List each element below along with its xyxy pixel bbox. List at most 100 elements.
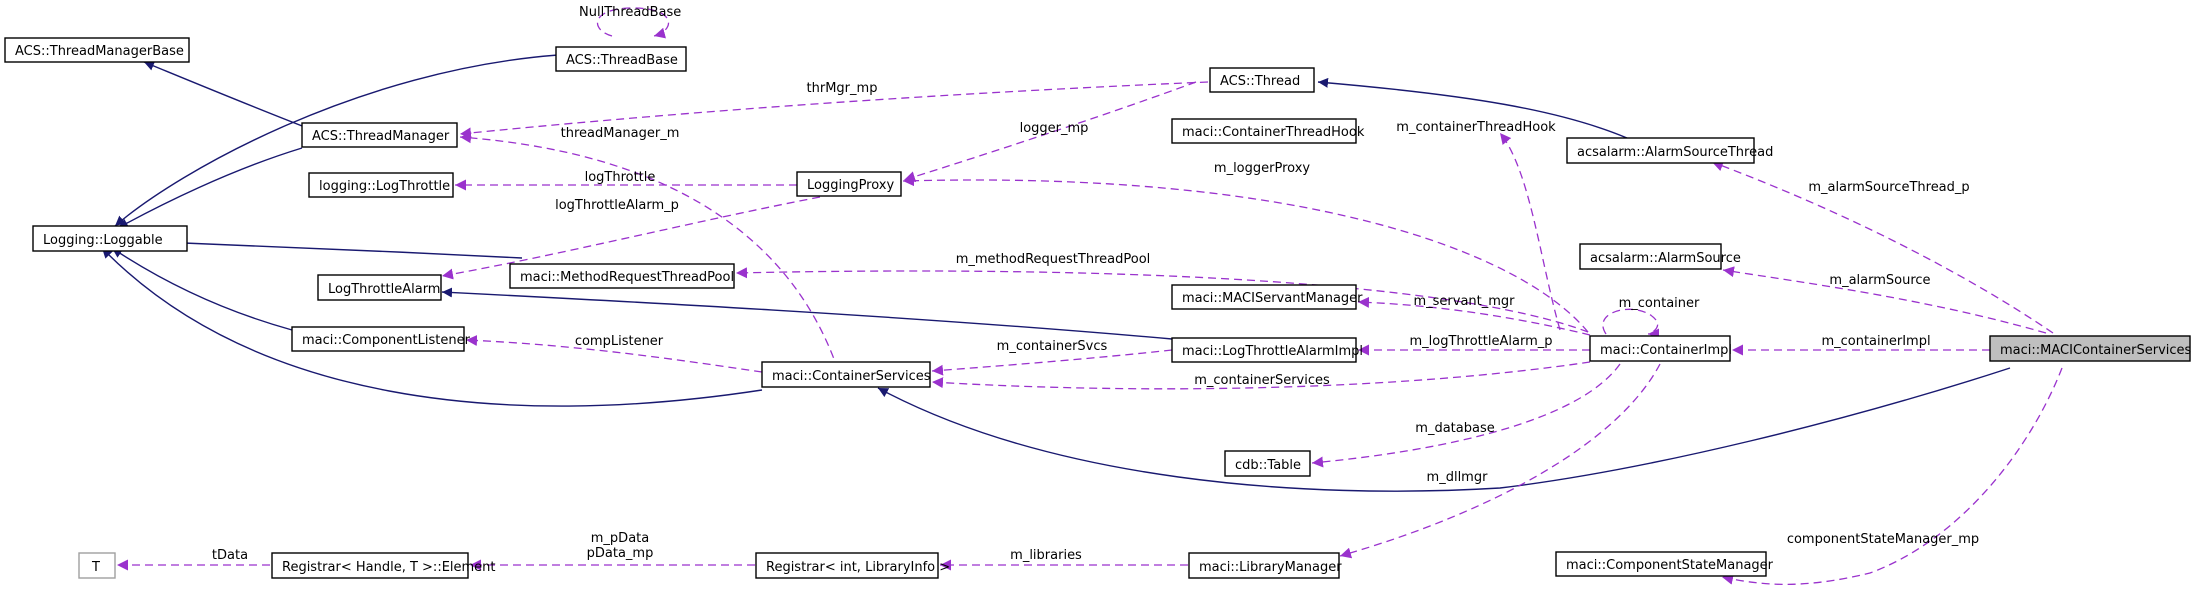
nodes: NullThreadBase ACS::ThreadManagerBase AC… bbox=[4, 5, 2192, 579]
node-label: maci::MACIContainerServices bbox=[2000, 343, 2192, 358]
label-tdata: tData bbox=[212, 548, 248, 563]
label-logger-mp: logger_mp bbox=[1020, 121, 1089, 136]
node-loggable[interactable]: Logging::Loggable bbox=[32, 225, 188, 252]
edge-loggable-to-threadmanager bbox=[117, 147, 303, 229]
edge-m-dllmgr bbox=[1339, 363, 1661, 559]
node-label: T bbox=[91, 560, 100, 575]
label-m-containersvcs: m_containerSvcs bbox=[997, 339, 1108, 354]
edge-threadbase-to-loggable bbox=[114, 54, 559, 227]
edge-m-containersvcs bbox=[931, 349, 1173, 376]
node-registrar-element[interactable]: Registrar< Handle, T >::Element bbox=[271, 552, 496, 579]
label-m-alarmsource: m_alarmSource bbox=[1829, 273, 1930, 288]
node-methodrequestthreadpool[interactable]: maci::MethodRequestThreadPool bbox=[509, 263, 735, 289]
edge-m-containerthreadhook bbox=[1499, 132, 1561, 331]
node-alarmsource[interactable]: acsalarm::AlarmSource bbox=[1579, 243, 1741, 270]
label-complistener: compListener bbox=[575, 334, 664, 349]
edge-logthrottlealarm-to-impl bbox=[441, 287, 1173, 340]
node-nullthreadbase[interactable]: NullThreadBase bbox=[579, 5, 681, 20]
node-label: maci::ContainerImpl bbox=[1600, 343, 1732, 358]
edge-m-alarmsourcethread-p bbox=[1711, 160, 2054, 334]
node-containerimpl[interactable]: maci::ContainerImpl bbox=[1589, 335, 1732, 362]
node-label: maci::MethodRequestThreadPool bbox=[520, 270, 734, 285]
node-threadmanagerbase[interactable]: ACS::ThreadManagerBase bbox=[4, 37, 190, 63]
node-componentstatemanager[interactable]: maci::ComponentStateManager bbox=[1555, 551, 1774, 577]
label-m-servant-mgr: m_servant_mgr bbox=[1413, 294, 1515, 309]
node-label: logging::LogThrottle bbox=[319, 179, 450, 194]
node-label: maci::ComponentStateManager bbox=[1566, 558, 1774, 573]
node-maciservantmanager[interactable]: maci::MACIServantManager bbox=[1171, 284, 1363, 310]
node-threadmanager[interactable]: ACS::ThreadManager bbox=[301, 122, 458, 148]
edge-threadmanagerbase-to-threadmanager bbox=[143, 61, 329, 137]
node-threadbase[interactable]: ACS::ThreadBase bbox=[555, 46, 687, 72]
label-m-containerimpl: m_containerImpl bbox=[1821, 334, 1930, 349]
edge-loggable-to-methodrequestthreadpool bbox=[159, 237, 523, 259]
edge-thread-to-alarmsourcethread bbox=[1317, 77, 1628, 139]
edge-m-loggerproxy bbox=[902, 175, 1589, 333]
label-m-pdata: m_pData bbox=[591, 531, 649, 546]
edge-logger-mp bbox=[903, 81, 1197, 182]
edge-containerservices-to-macicontainerservices bbox=[877, 367, 2011, 492]
node-label: ACS::ThreadBase bbox=[566, 53, 678, 68]
label-m-database: m_database bbox=[1415, 421, 1494, 436]
node-containerthreadhook[interactable]: maci::ContainerThreadHook bbox=[1171, 118, 1365, 144]
node-macicontainerservices[interactable]: maci::MACIContainerServices bbox=[1989, 335, 2192, 362]
node-label: maci::ContainerThreadHook bbox=[1182, 125, 1365, 140]
edge-complistener bbox=[465, 334, 763, 373]
label-thrmgr-mp: thrMgr_mp bbox=[807, 81, 878, 96]
label-logthrottlealarm-p: logThrottleAlarm_p bbox=[555, 198, 679, 213]
edge-nullthreadbase-self bbox=[596, 7, 670, 39]
label-m-containerservices: m_containerServices bbox=[1194, 373, 1330, 388]
node-label: ACS::ThreadManager bbox=[312, 129, 450, 144]
label-m-logthrottlealarm-p: m_logThrottleAlarm_p bbox=[1410, 334, 1553, 349]
node-label: ACS::ThreadManagerBase bbox=[15, 44, 184, 59]
node-logthrottlealarm[interactable]: LogThrottleAlarm bbox=[317, 274, 442, 301]
label-logthrottle: logThrottle bbox=[585, 170, 656, 185]
label-componentstatemanager-mp: componentStateManager_mp bbox=[1787, 532, 1979, 547]
label-m-methodrequestthreadpool: m_methodRequestThreadPool bbox=[956, 252, 1151, 267]
edge-loggable-to-containerservices bbox=[101, 247, 763, 407]
node-label: LogThrottleAlarm bbox=[328, 282, 440, 297]
node-label: maci::ComponentListener bbox=[302, 333, 471, 348]
node-label: ACS::Thread bbox=[1220, 74, 1300, 89]
label-m-containerthreadhook: m_containerThreadHook bbox=[1396, 120, 1556, 135]
node-logthrottle[interactable]: logging::LogThrottle bbox=[308, 172, 454, 198]
label-m-container: m_container bbox=[1619, 296, 1700, 311]
edge-m-alarmsource bbox=[1722, 266, 2047, 334]
node-label: NullThreadBase bbox=[579, 5, 681, 20]
node-label: maci::MACIServantManager bbox=[1182, 291, 1363, 306]
edge-loggable-to-componentlistener bbox=[111, 247, 293, 331]
edge-componentstatemanager-mp bbox=[1721, 367, 2063, 585]
node-label: Logging::Loggable bbox=[43, 233, 163, 248]
node-logthrottlealarmimpl[interactable]: maci::LogThrottleAlarmImpl bbox=[1171, 337, 1363, 363]
node-label: Registrar< Handle, T >::Element bbox=[282, 560, 496, 575]
node-label: maci::LibraryManager bbox=[1199, 560, 1342, 575]
inheritance-edges bbox=[101, 54, 2011, 492]
label-threadmanager-m: threadManager_m bbox=[561, 126, 680, 141]
node-label: maci::ContainerServices bbox=[772, 369, 931, 384]
label-pdata-mp: pData_mp bbox=[587, 546, 654, 561]
edge-labels: thrMgr_mp logger_mp threadManager_m m_co… bbox=[212, 81, 1979, 563]
node-cdbtable[interactable]: cdb::Table bbox=[1224, 450, 1311, 477]
node-registrar-int[interactable]: Registrar< int, LibraryInfo > bbox=[755, 552, 950, 579]
usage-edges bbox=[117, 7, 2063, 585]
node-componentlistener[interactable]: maci::ComponentListener bbox=[291, 326, 471, 352]
node-label: acsalarm::AlarmSourceThread bbox=[1577, 145, 1773, 160]
label-m-alarmsourcethread-p: m_alarmSourceThread_p bbox=[1808, 180, 1969, 195]
node-loggingproxy[interactable]: LoggingProxy bbox=[796, 171, 902, 197]
node-label: Registrar< int, LibraryInfo > bbox=[766, 560, 950, 575]
label-m-libraries: m_libraries bbox=[1010, 548, 1082, 563]
edge-thrmgr-mp bbox=[459, 81, 1209, 139]
node-thread[interactable]: ACS::Thread bbox=[1209, 67, 1315, 93]
node-librarymanager[interactable]: maci::LibraryManager bbox=[1188, 552, 1342, 579]
edge-m-database bbox=[1311, 363, 1621, 468]
edge-m-container-self bbox=[1602, 308, 1660, 340]
edge-m-servant-mgr bbox=[1357, 296, 1591, 336]
node-alarmsourcethread[interactable]: acsalarm::AlarmSourceThread bbox=[1566, 137, 1773, 164]
node-containerservices[interactable]: maci::ContainerServices bbox=[761, 361, 931, 388]
node-label: maci::LogThrottleAlarmImpl bbox=[1182, 344, 1363, 359]
node-label: acsalarm::AlarmSource bbox=[1590, 251, 1741, 266]
edge-m-containerservices bbox=[931, 361, 1591, 390]
label-m-dllmgr: m_dllmgr bbox=[1427, 470, 1489, 485]
node-t[interactable]: T bbox=[78, 552, 116, 579]
